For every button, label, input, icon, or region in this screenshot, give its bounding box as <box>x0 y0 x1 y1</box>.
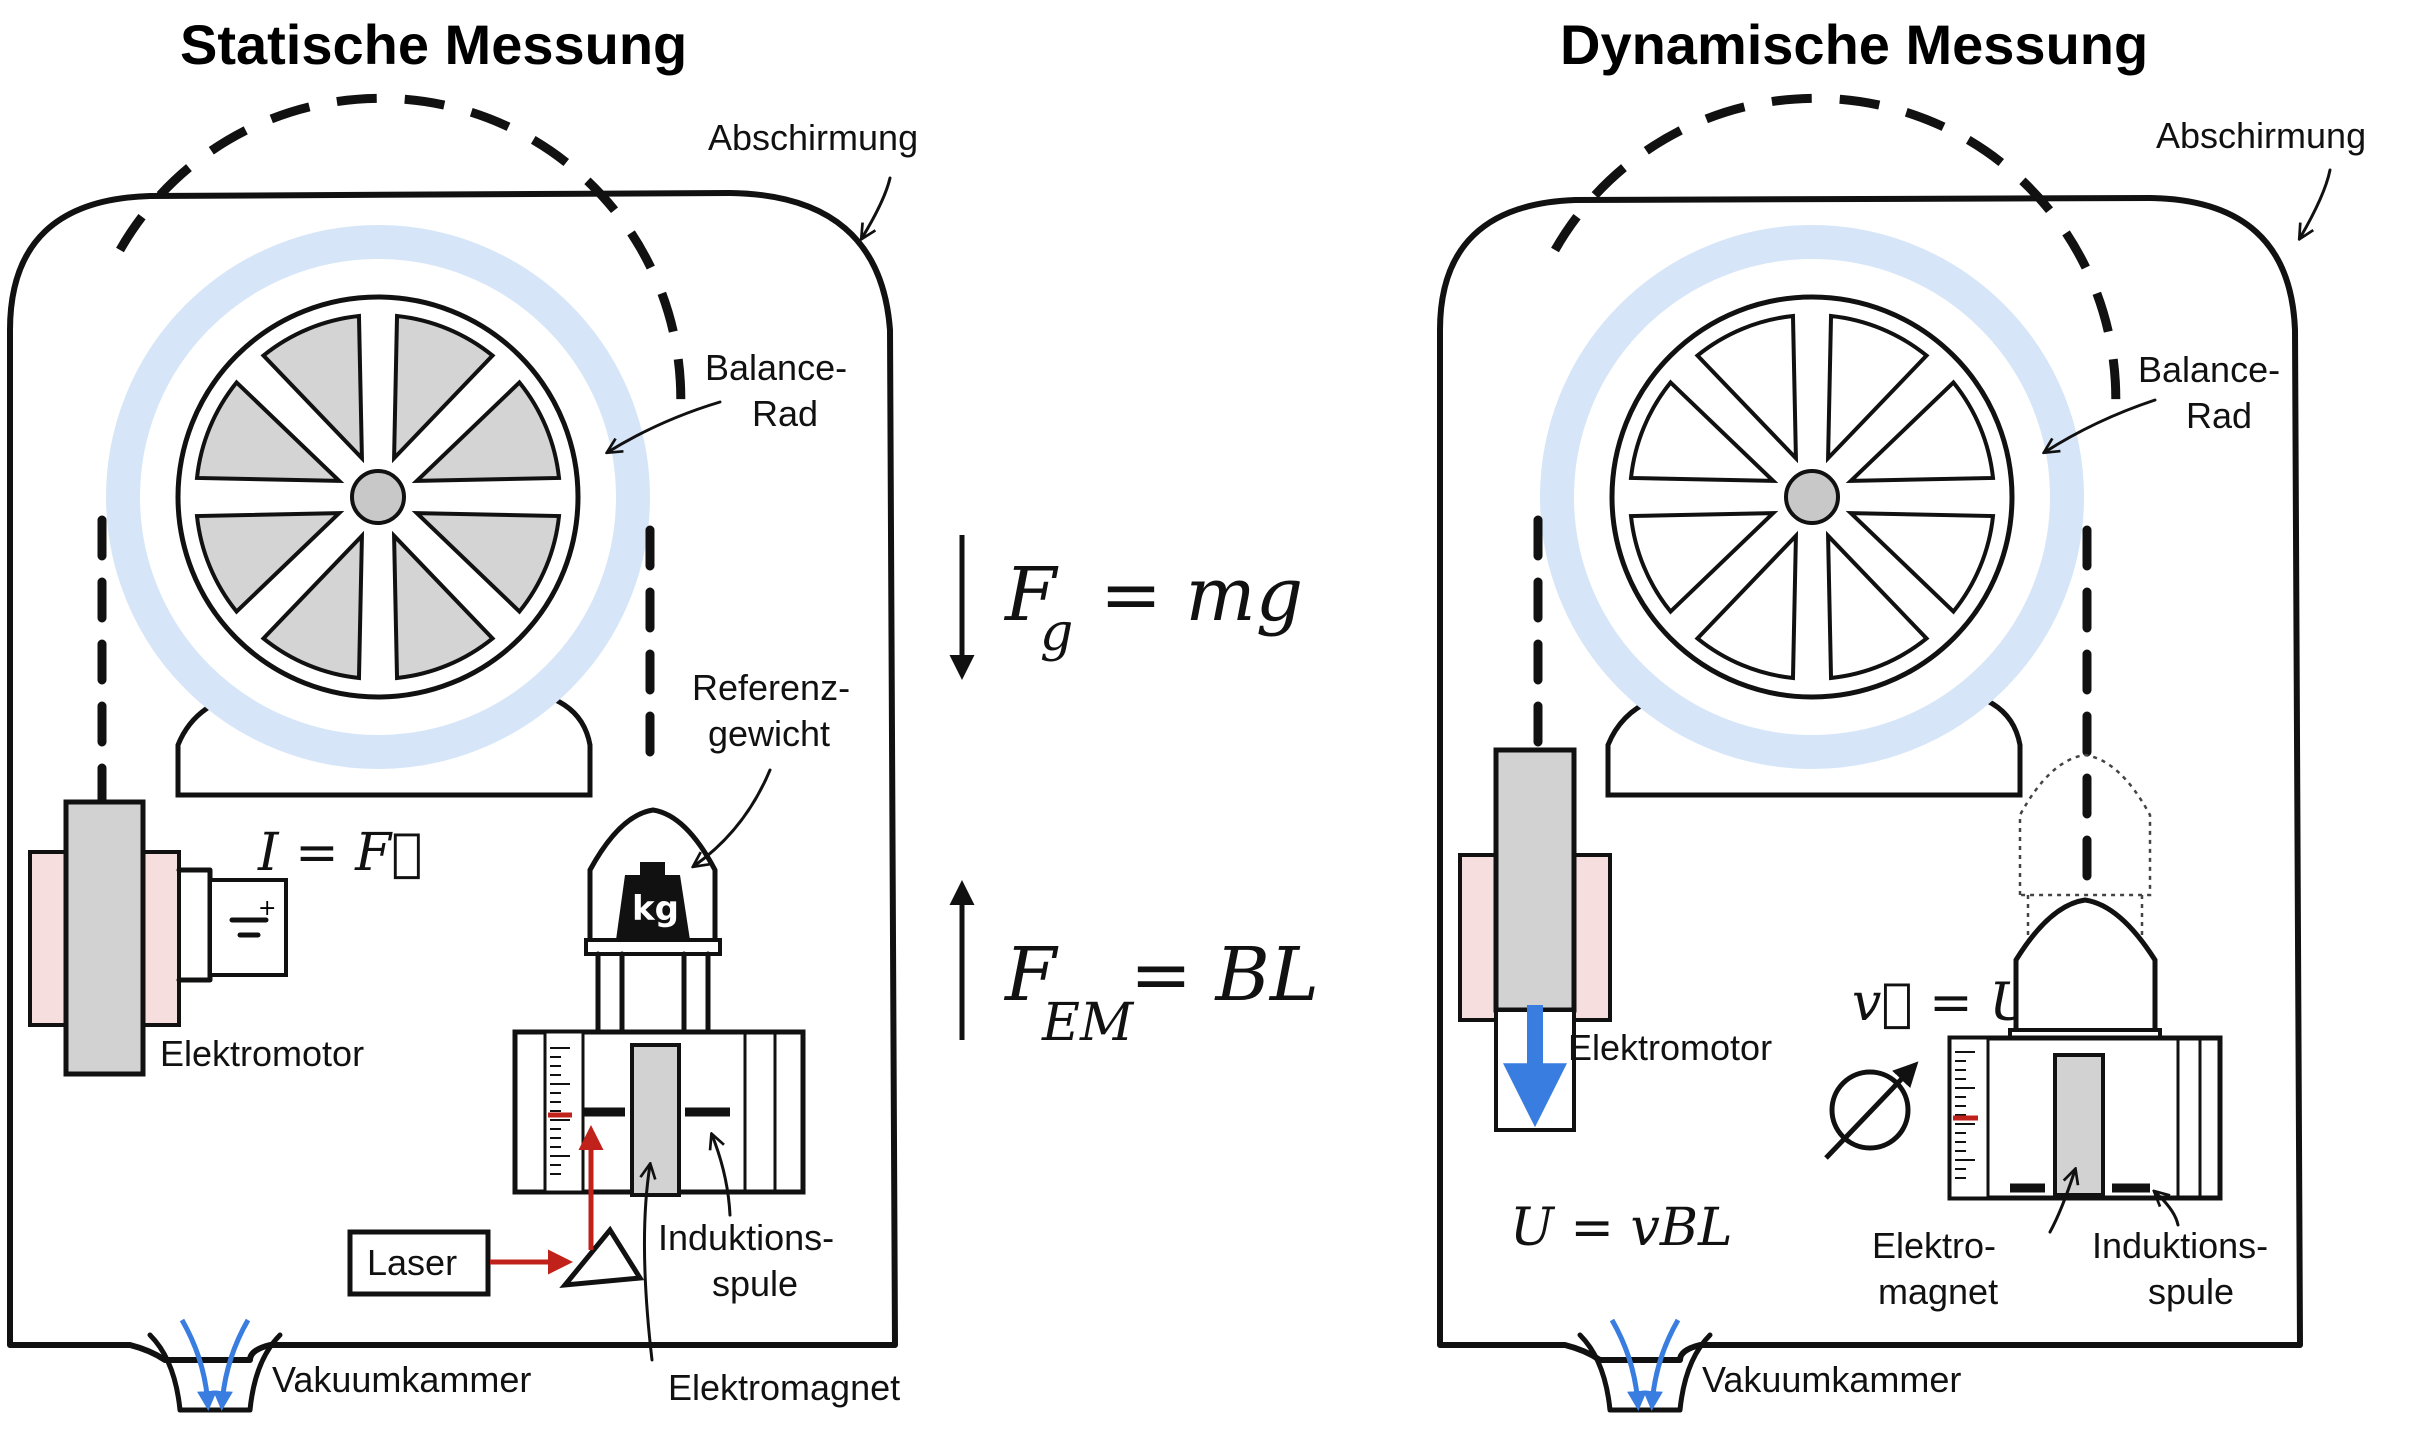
ghost-bell <box>2018 753 2152 897</box>
motor-label: Elektromotor <box>1568 1027 1772 1068</box>
wheel-window <box>1825 313 1930 464</box>
wheel-window <box>1845 379 1996 484</box>
motor-formula: I = F⃗ <box>257 823 422 883</box>
wheel-window <box>1628 379 1779 484</box>
vacuum-flow-1 <box>179 1318 218 1411</box>
svg-text:+: + <box>258 896 276 921</box>
panel-title: Dynamische Messung <box>1560 13 2148 76</box>
shield-arrow <box>862 176 892 238</box>
coil-label-2: spule <box>2148 1271 2234 1312</box>
wheel-arrow <box>608 400 722 452</box>
weight-label-2: gewicht <box>708 713 830 754</box>
wheel-window <box>194 510 345 615</box>
magnet-label: Elektromagnet <box>668 1367 900 1408</box>
coil-label-2: spule <box>712 1263 798 1304</box>
shield-arrow <box>2300 168 2332 238</box>
wheel-window <box>411 510 562 615</box>
wheel-window <box>1825 530 1930 681</box>
wheel-window <box>260 530 365 681</box>
voltage-formula: U = vBL <box>1510 1198 1733 1258</box>
force-equations: F g = mg F EM = BL <box>949 535 1319 1053</box>
voltmeter-icon <box>1824 1061 1919 1160</box>
electromotor <box>28 799 213 1077</box>
wheel-window <box>411 379 562 484</box>
laser-label: Laser <box>367 1242 457 1283</box>
weight-arrow <box>694 768 772 866</box>
wheel-window <box>1694 530 1799 681</box>
vacuum-flow-2 <box>1642 1318 1681 1411</box>
coil-label-1: Induktions- <box>658 1217 834 1258</box>
panel-dynamic: Dynamische Messung Abschirmung Balance- … <box>1437 13 2366 1413</box>
wheel-window <box>1628 510 1779 615</box>
shield-label: Abschirmung <box>2156 115 2366 156</box>
shield-label: Abschirmung <box>708 117 918 158</box>
wheel-window <box>391 313 496 464</box>
laser-box <box>347 1229 491 1297</box>
gravity-subscript: g <box>1040 603 1073 663</box>
coil-arrow <box>2155 1192 2180 1227</box>
magnet-arrow <box>644 1165 652 1362</box>
gravity-rhs: = mg <box>1100 552 1303 638</box>
wheel-label-1: Balance- <box>705 347 847 388</box>
wheel-rope <box>116 93 686 421</box>
gravity-symbol: F <box>1003 552 1059 638</box>
panel-title: Statische Messung <box>180 13 687 76</box>
vacuum-label: Vakuumkammer <box>272 1359 531 1400</box>
velocity-formula: v⃗ = U <box>1852 973 2035 1033</box>
vacuum-flow-2 <box>212 1318 251 1411</box>
vacuum-flow-1 <box>1609 1318 1648 1411</box>
em-symbol: F <box>1003 932 1059 1018</box>
wheel-arrow <box>2045 398 2157 452</box>
weight-label-1: Referenz- <box>692 667 850 708</box>
balance-wheel <box>106 225 650 769</box>
battery-icon: + <box>208 878 288 977</box>
magnet-label-1: Elektro- <box>1872 1225 1996 1266</box>
em-rhs: = BL <box>1130 932 1319 1018</box>
balance-wheel <box>1540 225 2084 769</box>
wheel-window <box>260 313 365 464</box>
induction-coil <box>512 1029 806 1197</box>
em-subscript: EM <box>1041 993 1135 1053</box>
electromotor <box>1458 747 1612 1132</box>
wheel-label-1: Balance- <box>2138 349 2280 390</box>
wheel-rope <box>1551 93 2121 421</box>
coil-label-1: Induktions- <box>2092 1225 2268 1266</box>
vacuum-label: Vakuumkammer <box>1702 1359 1961 1400</box>
panel-static: Statische Messung Abschirmung Balance- R… <box>7 13 918 1413</box>
wheel-label-2: Rad <box>752 393 818 434</box>
mirror-prism <box>559 1225 645 1289</box>
magnet-arrow <box>2048 1170 2075 1234</box>
wheel-window <box>1694 313 1799 464</box>
motor-label: Elektromotor <box>160 1033 364 1074</box>
wheel-window <box>391 530 496 681</box>
magnet-label-2: magnet <box>1878 1271 1998 1312</box>
kg-label: kg <box>632 889 679 929</box>
coil-arrow <box>712 1135 732 1217</box>
wheel-label-2: Rad <box>2186 395 2252 436</box>
wheel-window <box>194 379 345 484</box>
induction-coil <box>1947 897 2223 1201</box>
wheel-window <box>1845 510 1996 615</box>
